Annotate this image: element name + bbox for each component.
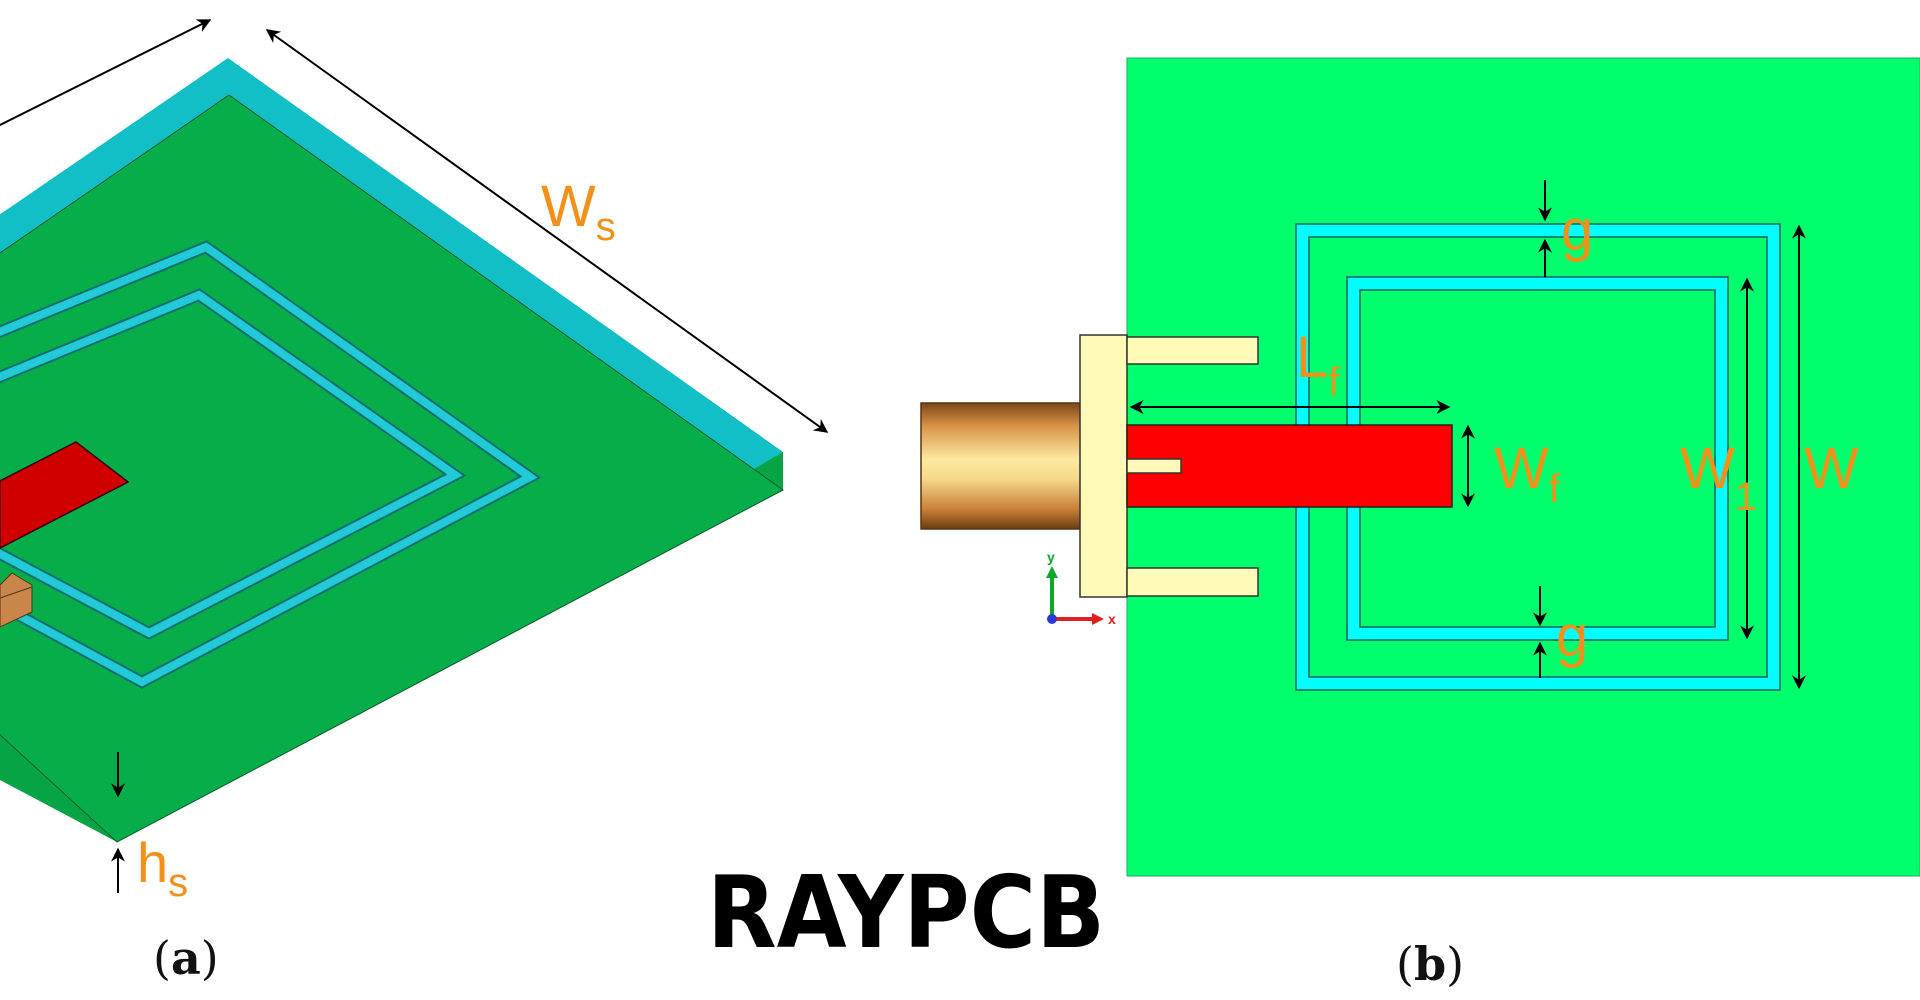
- feed-line-3d: [0, 441, 130, 549]
- panel-b-top-view: Lf Wf W1 W g g y x (b): [920, 57, 1920, 991]
- y-axis-arrowhead: [1046, 566, 1058, 578]
- connector-3d: [0, 572, 33, 628]
- caption-b: (b): [1396, 937, 1464, 991]
- coordinate-axes-icon: y x: [1046, 549, 1116, 627]
- outer-ring-3d-fill: [0, 242, 538, 687]
- panel-a-isometric: Ws hs (a): [0, 19, 829, 985]
- y-axis-label: y: [1047, 549, 1055, 565]
- label-w1: W1: [1680, 436, 1757, 519]
- dimension-arrow-left-edge: [0, 19, 212, 127]
- coax-cylinder: [920, 402, 1082, 530]
- label-w: W: [1804, 436, 1859, 501]
- caption-a: (a): [153, 931, 219, 985]
- watermark-raypcb: RAYPCB: [707, 854, 1105, 971]
- label-hs: hs: [137, 831, 188, 905]
- inner-ring-3d-fill: [0, 290, 463, 638]
- label-lf: Lf: [1296, 325, 1340, 404]
- z-axis-origin: [1047, 614, 1057, 624]
- connector-inner-pin: [1126, 458, 1182, 474]
- connector-flange: [1079, 334, 1128, 598]
- label-g-top: g: [1561, 198, 1593, 263]
- x-axis-arrowhead: [1092, 613, 1104, 625]
- x-axis-label: x: [1108, 611, 1116, 627]
- connector-pin-bottom: [1126, 567, 1259, 597]
- label-g-bottom: g: [1556, 604, 1588, 669]
- label-wf: Wf: [1494, 436, 1561, 511]
- connector-edge: [0, 586, 33, 599]
- connector-pin-top: [1126, 336, 1259, 365]
- label-ws: Ws: [541, 174, 616, 249]
- dimension-arrow-ws: [265, 29, 829, 433]
